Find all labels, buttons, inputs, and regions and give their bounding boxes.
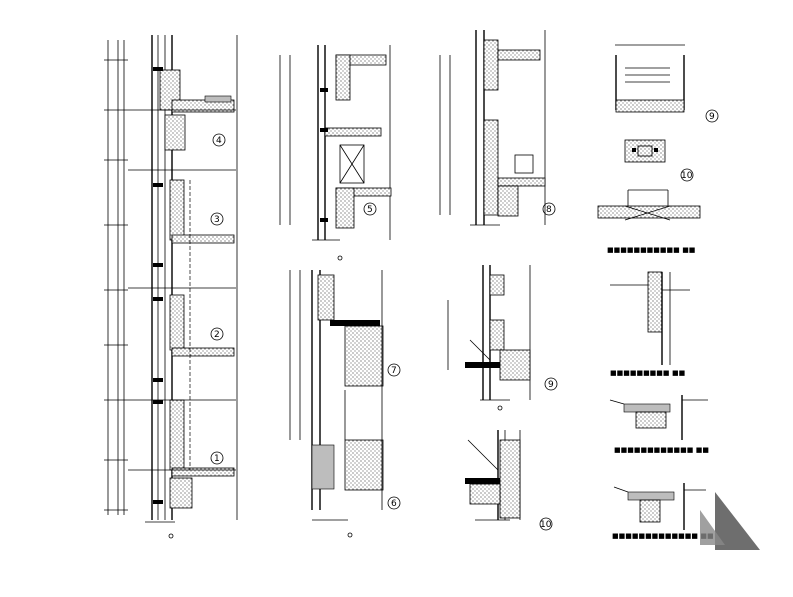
- detail-caption-4: ■■■■■■■■■■■■■ ■■: [612, 532, 714, 540]
- detail-marker-3[interactable]: [210, 212, 224, 226]
- detail-caption-3: ■■■■■■■■■■■■ ■■: [614, 446, 709, 454]
- floor-slab-group: [164, 114, 235, 509]
- detail-marker-10b-label: 10: [681, 171, 693, 181]
- detail-marker-8[interactable]: [542, 202, 556, 216]
- slab-edge-detail-2: [613, 483, 706, 530]
- detail-9-section: 9: [447, 265, 558, 411]
- slab-edge-detail-1: [609, 395, 708, 440]
- detail-10-plan: 10: [597, 139, 701, 221]
- detail-7-6-section: 7 6: [289, 270, 401, 538]
- detail-marker-1[interactable]: [210, 451, 224, 465]
- detail-marker-4[interactable]: [212, 133, 226, 147]
- detail-marker-2[interactable]: [210, 327, 224, 341]
- detail-9-plan: 9: [615, 44, 719, 123]
- detail-5-section: 5: [279, 45, 392, 261]
- detail-8-section: 8: [439, 30, 556, 226]
- detail-marker-9b[interactable]: [705, 109, 719, 123]
- detail-marker-9a[interactable]: [544, 377, 558, 391]
- detail-10-section: 10: [465, 430, 553, 531]
- detail-marker-7[interactable]: [387, 363, 401, 377]
- detail-marker-7-label: 7: [391, 366, 397, 376]
- detail-marker-1-label: 1: [214, 454, 220, 464]
- detail-marker-9a-label: 9: [548, 380, 554, 390]
- detail-marker-5a-label: 5: [367, 205, 373, 215]
- detail-marker-5a[interactable]: [363, 202, 377, 216]
- detail-marker-10-label: 10: [540, 520, 552, 530]
- wall-joint-detail: [610, 271, 690, 365]
- detail-marker-4-label: 4: [216, 136, 222, 146]
- detail-marker-10[interactable]: [539, 517, 553, 531]
- detail-marker-3-label: 3: [214, 215, 220, 225]
- wall-section-elevation: 4 3 2 1: [104, 35, 238, 539]
- detail-marker-6[interactable]: [387, 496, 401, 510]
- detail-caption-1: ■■■■■■■■■■■ ■■: [607, 246, 695, 254]
- detail-caption-2: ■■■■■■■■■ ■■: [610, 369, 685, 377]
- detail-marker-6-label: 6: [391, 499, 397, 509]
- watermark-logo-small: [700, 510, 725, 545]
- detail-marker-9b-label: 9: [709, 112, 715, 122]
- detail-marker-10b[interactable]: [680, 168, 694, 182]
- detail-marker-2-label: 2: [214, 330, 220, 340]
- detail-marker-8-label: 8: [546, 205, 552, 215]
- watermark-logo: [715, 492, 760, 550]
